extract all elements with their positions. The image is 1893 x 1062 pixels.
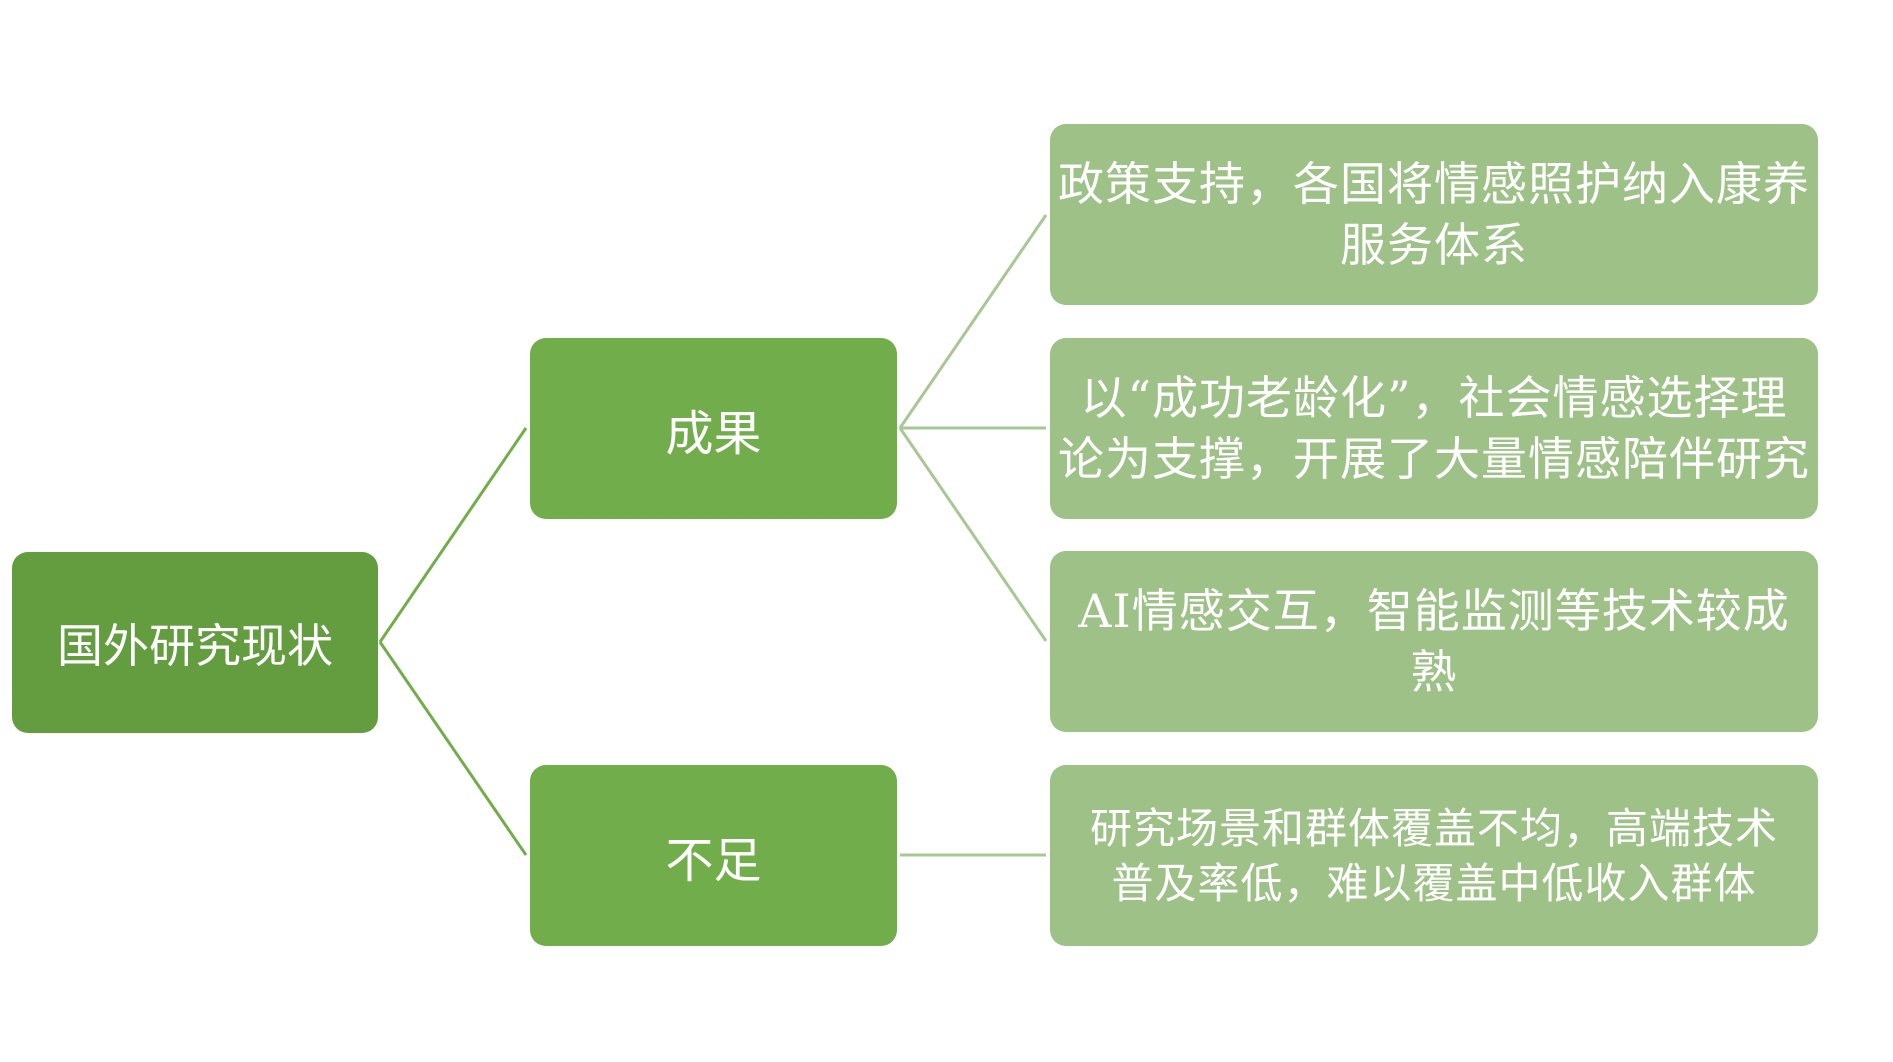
connector-results-to-leaf-3 <box>898 427 1048 642</box>
connector-root-to-branch-results <box>378 427 528 643</box>
leaf-node-theory-research-label: 以“成功老龄化”，社会情感选择理论为支撑，开展了大量情感陪伴研究 <box>1058 370 1810 486</box>
leaf-node-policy-support-label: 政策支持，各国将情感照护纳入康养服务体系 <box>1058 156 1810 272</box>
branch-node-shortcomings-label: 不足 <box>665 832 762 889</box>
leaf-node-policy-support: 政策支持，各国将情感照护纳入康养服务体系 <box>1050 124 1818 305</box>
branch-node-shortcomings: 不足 <box>530 765 897 946</box>
branch-node-results: 成果 <box>530 338 897 519</box>
leaf-node-theory-research: 以“成功老龄化”，社会情感选择理论为支撑，开展了大量情感陪伴研究 <box>1050 338 1818 519</box>
leaf-node-ai-technology-label: AI情感交互，智能监测等技术较成熟 <box>1078 583 1790 699</box>
connector-results-to-leaf-1 <box>898 214 1048 429</box>
leaf-node-ai-technology: AI情感交互，智能监测等技术较成熟 <box>1050 551 1818 732</box>
leaf-node-coverage-gap-label: 研究场景和群体覆盖不均，高端技术普及率低，难以覆盖中低收入群体 <box>1089 803 1778 908</box>
connector-root-to-branch-shortcomings <box>378 641 528 856</box>
branch-node-results-label: 成果 <box>665 405 762 462</box>
root-node-label: 国外研究现状 <box>57 618 333 673</box>
leaf-node-coverage-gap: 研究场景和群体覆盖不均，高端技术普及率低，难以覆盖中低收入群体 <box>1050 765 1818 946</box>
root-node: 国外研究现状 <box>12 552 378 733</box>
